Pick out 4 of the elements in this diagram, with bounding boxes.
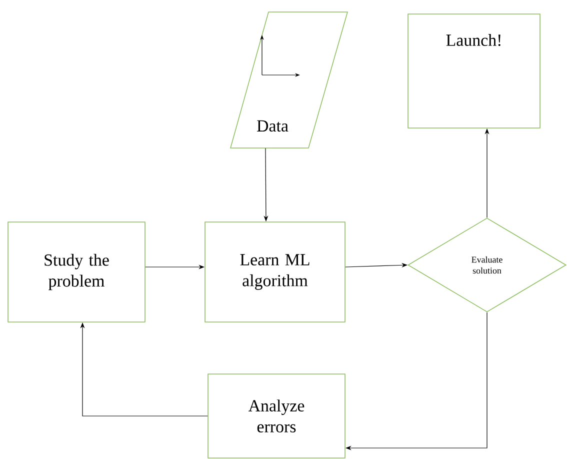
process-box: Learn ML algorithm [204, 222, 346, 322]
process-box: Study the problem [8, 222, 146, 322]
process-box: Analyze errors [208, 374, 346, 458]
process-box: Launch! [408, 14, 540, 128]
